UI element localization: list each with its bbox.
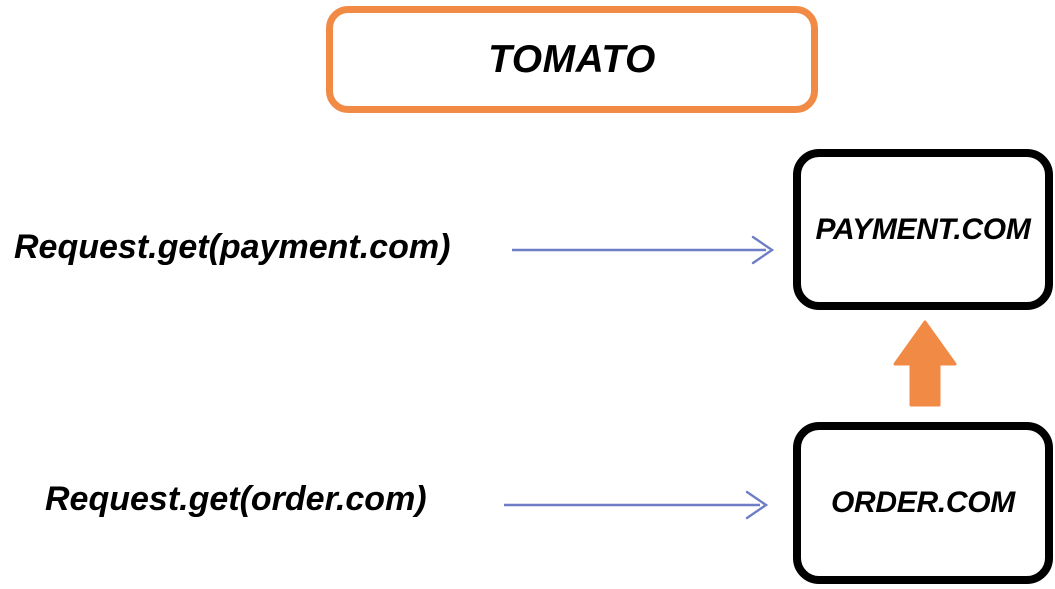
node-order-com-label: ORDER.COM: [831, 486, 1015, 519]
label-request-get-order: Request.get(order.com): [45, 480, 427, 518]
node-tomato[interactable]: TOMATO: [326, 6, 818, 113]
arrow-request-payment-icon: [512, 235, 775, 265]
label-request-get-payment: Request.get(payment.com): [14, 228, 451, 266]
arrow-request-order-icon: [504, 490, 769, 520]
arrow-order-to-payment-icon: [893, 320, 957, 407]
node-payment-com[interactable]: PAYMENT.COM: [793, 149, 1053, 310]
node-tomato-label: TOMATO: [488, 37, 656, 81]
node-order-com[interactable]: ORDER.COM: [793, 422, 1053, 584]
node-payment-com-label: PAYMENT.COM: [815, 212, 1031, 246]
